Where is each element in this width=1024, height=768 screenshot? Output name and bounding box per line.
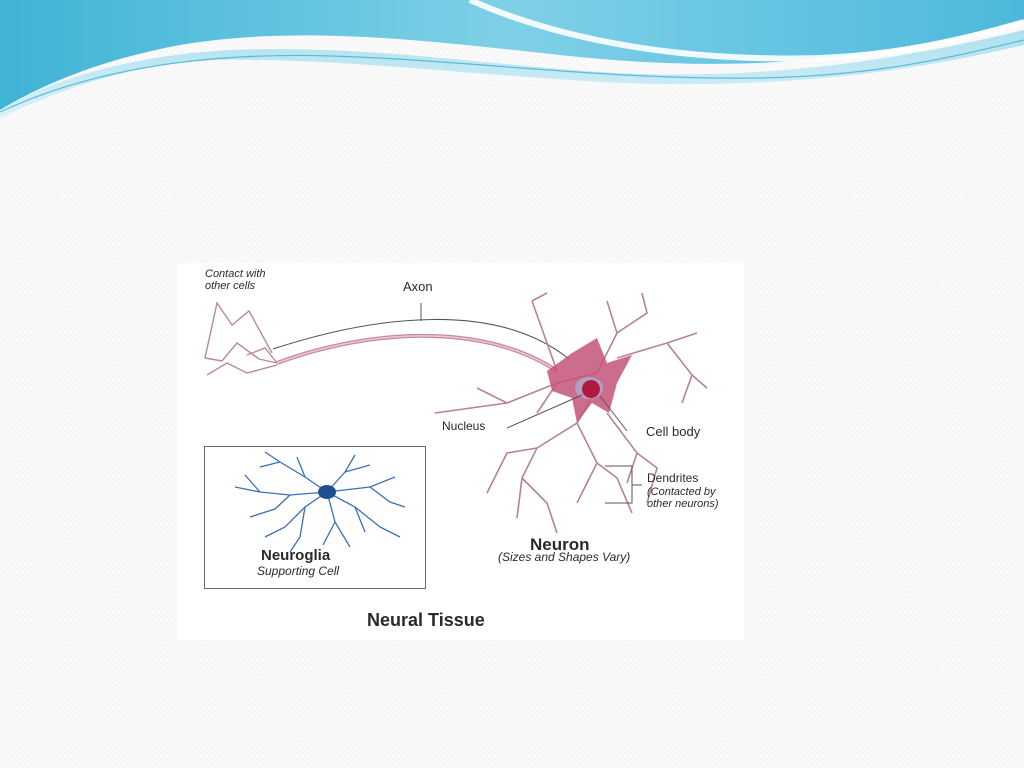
figure-title: Neural Tissue	[367, 610, 485, 630]
neuron-note: (Sizes and Shapes Vary)	[498, 550, 631, 564]
nucleus-label: Nucleus	[442, 419, 486, 433]
neuroglia-panel: Neuroglia Supporting Cell	[204, 446, 426, 589]
axon-label: Axon	[403, 279, 433, 294]
header-wave-decoration	[0, 0, 1024, 118]
neuron-illustration	[204, 292, 708, 534]
dendrites-label: Dendrites	[647, 471, 699, 485]
dendrites-note-line1: (Contacted by	[647, 486, 716, 498]
neural-tissue-figure: Contact with other cells Axon Nucleus Ce…	[177, 263, 744, 640]
contact-label-line2: other cells	[205, 280, 256, 292]
neuroglia-label: Neuroglia	[261, 547, 331, 564]
cell-body-label: Cell body	[646, 424, 701, 439]
neuroglia-illustration	[234, 451, 406, 553]
axon	[276, 333, 559, 373]
neuroglia-note: Supporting Cell	[257, 564, 340, 578]
contact-label-line1: Contact with	[205, 268, 266, 280]
nucleus	[582, 380, 600, 398]
neuron-label: Neuron	[530, 535, 590, 554]
dendrites-note-line2: other neurons)	[647, 498, 719, 510]
